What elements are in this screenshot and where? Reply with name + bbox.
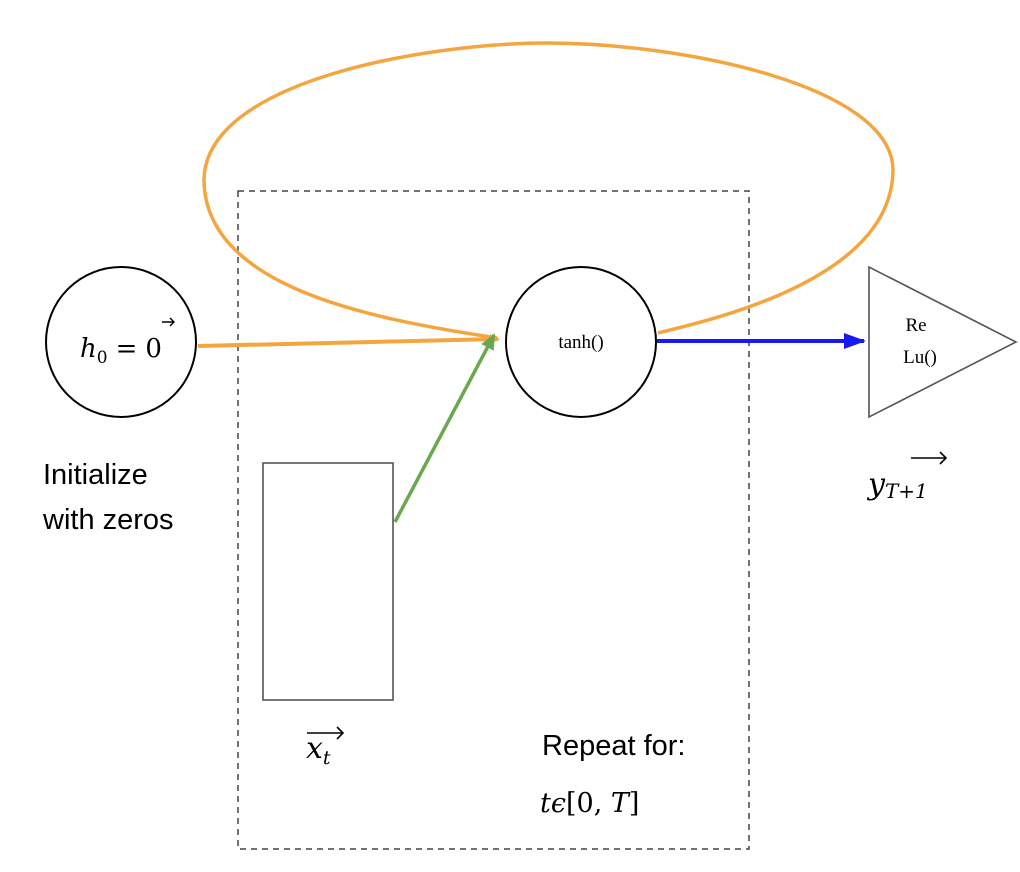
relu-node — [868, 265, 1018, 419]
tanh-node — [505, 266, 657, 418]
time-range-label: tϵ[0, T] — [540, 788, 639, 819]
range-epsilon: ϵ — [551, 788, 566, 819]
range-T: T — [611, 788, 631, 819]
h0-rhs: 0 — [145, 334, 162, 364]
recurrent-loop — [202, 41, 895, 340]
range-open: [0, — [566, 788, 611, 819]
output-vector-arrow-icon — [911, 451, 948, 465]
range-close: ] — [629, 788, 640, 819]
range-t: t — [540, 788, 551, 819]
h0-subscript: 0 — [97, 348, 108, 368]
repeat-loop-box — [237, 190, 750, 850]
input-vector-box — [262, 462, 394, 701]
input-var: x — [306, 731, 323, 766]
h0-var: h — [80, 334, 97, 364]
output-var: y — [866, 467, 886, 502]
output-vector-label: yT+1 — [866, 467, 928, 503]
tanh-label: tanh() — [558, 332, 603, 353]
init-caption-line2: with zeros — [42, 504, 174, 536]
output-subscript: T+1 — [885, 479, 928, 503]
init-caption-line1: Initialize — [43, 459, 148, 491]
input-vector-label: xt — [306, 731, 331, 769]
input-to-tanh-arrow — [393, 333, 496, 523]
relu-label-line2: Lu() — [903, 347, 937, 368]
h0-to-tanh-arrow — [197, 334, 500, 348]
input-vector-arrow-icon — [307, 726, 345, 740]
h0-equals: = — [116, 334, 138, 364]
initial-hidden-state-node — [45, 266, 197, 418]
relu-label-line1: Re — [905, 315, 926, 336]
h0-label: h0=0 — [80, 334, 162, 368]
input-subscript: t — [323, 747, 331, 769]
zero-vector-arrow-icon — [162, 317, 175, 327]
repeat-for-label: Repeat for: — [542, 730, 685, 762]
